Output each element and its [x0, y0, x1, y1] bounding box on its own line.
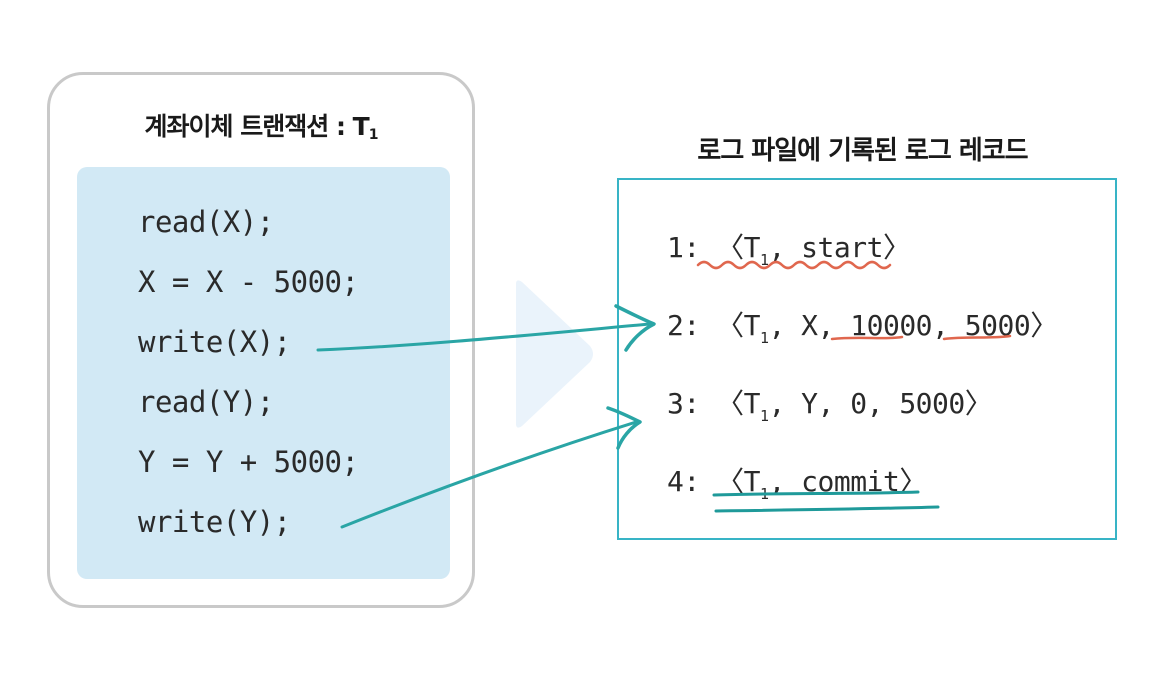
transaction-title: 계좌이체 트랜잭션 : T1	[50, 107, 472, 143]
flow-arrow-icon	[516, 280, 593, 428]
log-record-1: 1: 〈T1, start〉	[667, 231, 911, 269]
transaction-title-subscript: 1	[368, 127, 379, 143]
code-line-5: Y = Y + 5000;	[138, 445, 359, 479]
log-record-4: 4: 〈T1, commit〉	[667, 465, 927, 503]
log-record-2: 2: 〈T1, X, 10000, 5000〉	[667, 309, 1058, 347]
code-line-3: write(X);	[138, 325, 291, 359]
transaction-title-text: 계좌이체 트랜잭션 : T	[144, 112, 370, 141]
code-line-6: write(Y);	[138, 505, 291, 539]
code-panel: read(X); X = X - 5000; write(X); read(Y)…	[77, 167, 450, 579]
log-record-3: 3: 〈T1, Y, 0, 5000〉	[667, 387, 993, 425]
code-line-4: read(Y);	[138, 385, 274, 419]
transaction-box: 계좌이체 트랜잭션 : T1 read(X); X = X - 5000; wr…	[47, 72, 475, 608]
log-box: 1: 〈T1, start〉 2: 〈T1, X, 10000, 5000〉 3…	[617, 178, 1117, 540]
code-line-1: read(X);	[138, 205, 274, 239]
log-title: 로그 파일에 기록된 로그 레코드	[697, 136, 1028, 166]
code-line-2: X = X - 5000;	[138, 265, 359, 299]
